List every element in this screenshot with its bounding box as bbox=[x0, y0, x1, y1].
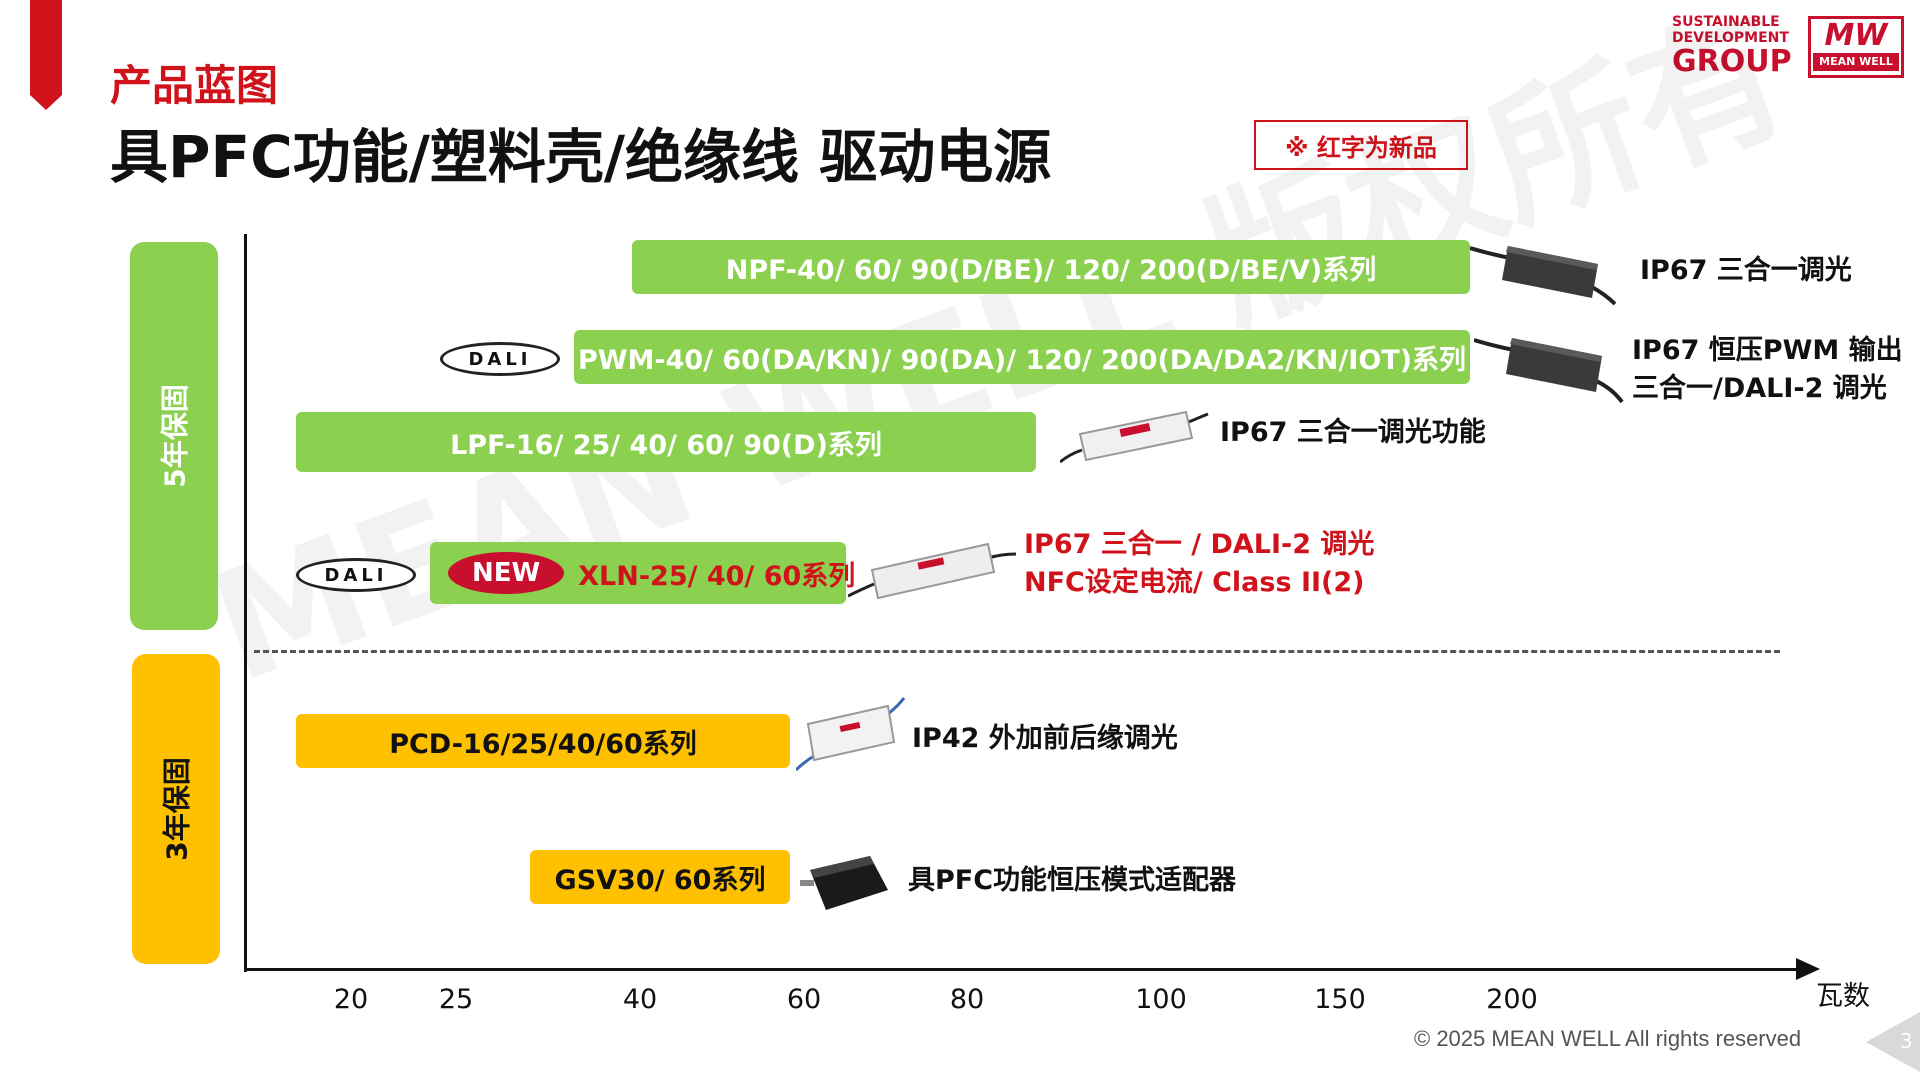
warranty-3-year-label: 3年保固 bbox=[161, 757, 195, 861]
product-image-lpf bbox=[1059, 404, 1210, 478]
series-bar-pwm: PWM-40/ 60(DA/KN)/ 90(DA)/ 120/ 200(DA/D… bbox=[574, 330, 1470, 384]
desc-line: IP67 恒压PWM 输出 bbox=[1632, 335, 1903, 366]
tick-label: 20 bbox=[333, 984, 369, 1015]
product-image-pcd bbox=[794, 694, 906, 778]
desc-line: IP67 三合一 / DALI-2 调光 bbox=[1024, 529, 1375, 560]
corner-marker bbox=[30, 0, 62, 110]
tick-label: 25 bbox=[438, 984, 474, 1015]
y-axis-line bbox=[244, 234, 247, 972]
series-bar-npf: NPF-40/ 60/ 90(D/BE)/ 120/ 200(D/BE/V)系列 bbox=[632, 240, 1470, 294]
new-products-note-text: ※ 红字为新品 bbox=[1285, 133, 1437, 162]
copyright: © 2025 MEAN WELL All rights reserved bbox=[1414, 1026, 1802, 1051]
warranty-3-year: 3年保固 bbox=[132, 654, 220, 964]
tick-label: 150 bbox=[1314, 984, 1366, 1015]
sdg-line-1: SUSTAINABLE bbox=[1672, 14, 1780, 30]
series-label-pcd: PCD-16/25/40/60系列 bbox=[389, 728, 697, 760]
tick-label: 100 bbox=[1135, 984, 1187, 1015]
x-axis-unit: 瓦数 bbox=[1816, 981, 1870, 1012]
series-bar-lpf: LPF-16/ 25/ 40/ 60/ 90(D)系列 bbox=[296, 412, 1036, 472]
series-label-xln: XLN-25/ 40/ 60系列 bbox=[578, 560, 856, 592]
product-image-pwm bbox=[1473, 326, 1624, 410]
desc-line: 三合一/DALI-2 调光 bbox=[1632, 373, 1887, 404]
new-products-note: ※ 红字为新品 bbox=[1254, 120, 1468, 170]
warranty-divider bbox=[254, 650, 1780, 653]
tick-label: 60 bbox=[786, 984, 822, 1015]
dali-logo-text: DALI bbox=[468, 348, 532, 370]
sdg-line-3: GROUP bbox=[1672, 44, 1792, 79]
series-desc-pcd: IP42 外加前后缘调光 bbox=[912, 720, 1178, 758]
x-axis-arrow bbox=[1796, 958, 1820, 984]
desc-line: 具PFC功能恒压模式适配器 bbox=[908, 865, 1237, 896]
warranty-5-year-label: 5年保固 bbox=[159, 384, 193, 488]
meanwell-logo: MW MEAN WELL bbox=[1808, 16, 1904, 78]
product-image-npf bbox=[1469, 236, 1620, 310]
product-image-gsv bbox=[800, 850, 892, 920]
series-desc-xln: IP67 三合一 / DALI-2 调光 NFC设定电流/ Class II(2… bbox=[1024, 526, 1374, 602]
desc-line: NFC设定电流/ Class II(2) bbox=[1024, 567, 1365, 598]
series-desc-pwm: IP67 恒压PWM 输出 三合一/DALI-2 调光 bbox=[1632, 332, 1903, 408]
series-label-pwm: PWM-40/ 60(DA/KN)/ 90(DA)/ 120/ 200(DA/D… bbox=[577, 344, 1467, 376]
page-number-tab: 3 bbox=[1866, 1012, 1920, 1072]
tick-label: 80 bbox=[949, 984, 985, 1015]
tick-label: 40 bbox=[622, 984, 658, 1015]
tick-label: 200 bbox=[1486, 984, 1538, 1015]
page-title: 具PFC功能/塑料壳/绝缘线 驱动电源 bbox=[110, 123, 1052, 191]
dali-logo-text: DALI bbox=[324, 564, 388, 586]
series-desc-lpf: IP67 三合一调光功能 bbox=[1220, 414, 1486, 452]
product-image-xln bbox=[847, 534, 1018, 610]
desc-line: IP67 三合一调光 bbox=[1640, 255, 1852, 286]
series-desc-npf: IP67 三合一调光 bbox=[1640, 252, 1852, 290]
series-bar-xln: NEW XLN-25/ 40/ 60系列 bbox=[430, 542, 855, 604]
series-label-lpf: LPF-16/ 25/ 40/ 60/ 90(D)系列 bbox=[450, 429, 882, 461]
series-bar-pcd: PCD-16/25/40/60系列 bbox=[296, 714, 790, 768]
desc-line: IP42 外加前后缘调光 bbox=[912, 723, 1178, 754]
meanwell-logo-text: MEAN WELL bbox=[1813, 53, 1899, 71]
sdg-logo: SUSTAINABLE DEVELOPMENT GROUP bbox=[1672, 14, 1802, 78]
dali-logo: DALI bbox=[440, 342, 560, 376]
page-number: 3 bbox=[1900, 1029, 1913, 1053]
meanwell-logo-mark: MW bbox=[1824, 18, 1888, 53]
page-subtitle: 产品蓝图 bbox=[110, 61, 279, 110]
dali-logo: DALI bbox=[296, 558, 416, 592]
x-axis-line bbox=[244, 968, 1802, 971]
series-desc-gsv: 具PFC功能恒压模式适配器 bbox=[908, 862, 1236, 900]
series-label-npf: NPF-40/ 60/ 90(D/BE)/ 120/ 200(D/BE/V)系列 bbox=[725, 254, 1377, 286]
sdg-line-2: DEVELOPMENT bbox=[1672, 30, 1789, 46]
series-bar-gsv: GSV30/ 60系列 bbox=[530, 850, 790, 904]
warranty-5-year: 5年保固 bbox=[130, 242, 218, 630]
desc-line: IP67 三合一调光功能 bbox=[1220, 417, 1486, 448]
series-label-gsv: GSV30/ 60系列 bbox=[554, 864, 766, 896]
new-badge: NEW bbox=[448, 552, 565, 594]
